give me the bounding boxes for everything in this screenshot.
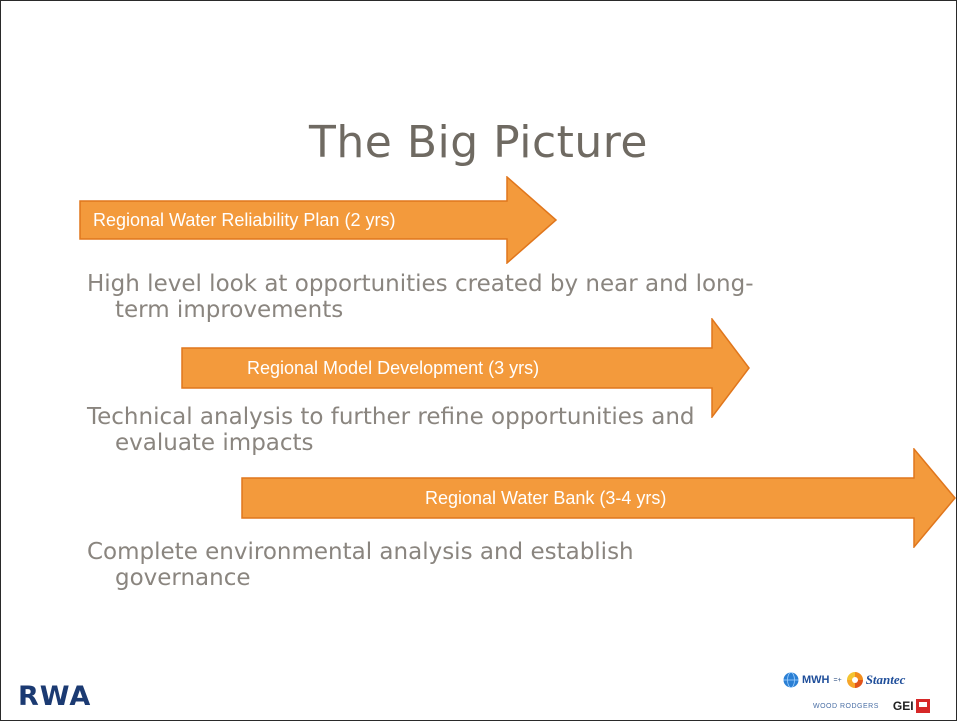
small-partner-logo: =+ — [833, 676, 842, 684]
timeline-arrow-model-development: Regional Model Development (3 yrs) — [181, 318, 751, 418]
stantec-mark-icon — [846, 672, 863, 688]
arrow-shape — [181, 318, 750, 418]
paragraph-line: High level look at opportunities created… — [87, 271, 754, 297]
timeline-arrow-water-bank: Regional Water Bank (3-4 yrs) — [241, 448, 956, 548]
gei-logo: GEI — [892, 699, 914, 713]
wood-rodgers-logo: WOOD RODGERS — [813, 702, 879, 710]
paragraph-1: High level look at opportunities created… — [87, 271, 947, 323]
globe-icon — [783, 672, 799, 688]
arrow-shape — [241, 448, 956, 548]
paragraph-line: Technical analysis to further refine opp… — [87, 404, 695, 430]
partner-logos-row-top: MWH =+ Stantec — [783, 671, 905, 689]
paragraph-line: term improvements — [115, 297, 344, 323]
slide-title: The Big Picture — [309, 117, 648, 168]
arrow-label: Regional Model Development (3 yrs) — [247, 357, 540, 378]
paragraph-3: Complete environmental analysis and esta… — [87, 539, 947, 591]
gei-mark-icon — [915, 699, 930, 713]
arrow-label: Regional Water Bank (3-4 yrs) — [425, 487, 667, 508]
paragraph-line: governance — [115, 565, 251, 591]
rwa-logo: RWA — [18, 681, 92, 712]
arrow-shape — [79, 176, 557, 264]
stantec-logo: Stantec — [865, 672, 906, 687]
paragraph-line: evaluate impacts — [115, 430, 314, 456]
partner-logos: MWH =+ Stantec WOOD RODGERS GEI — [783, 665, 955, 720]
arrow-label: Regional Water Reliability Plan (2 yrs) — [93, 209, 396, 230]
paragraph-2: Technical analysis to further refine opp… — [87, 404, 947, 456]
paragraph-line: Complete environmental analysis and esta… — [87, 539, 634, 565]
mwh-logo: MWH — [802, 674, 830, 686]
partner-logos-row-bottom: WOOD RODGERS GEI — [813, 699, 930, 713]
timeline-arrow-reliability-plan: Regional Water Reliability Plan (2 yrs) — [79, 176, 557, 264]
